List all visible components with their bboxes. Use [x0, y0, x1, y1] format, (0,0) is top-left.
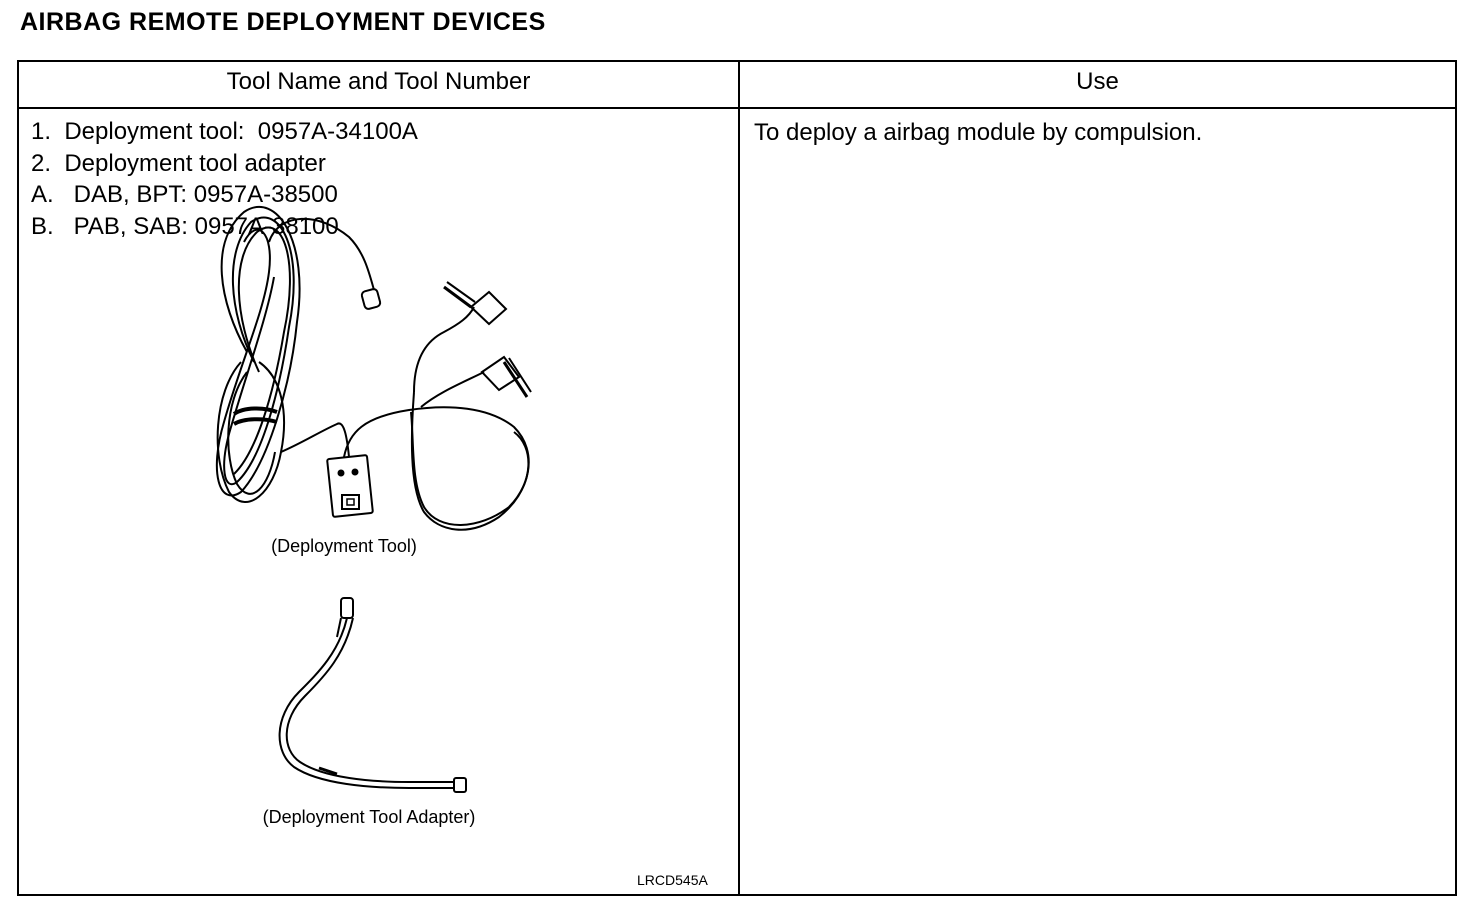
header-tool-name: Tool Name and Tool Number [226, 68, 531, 95]
list-item: 1. Deployment tool: 0957A-34100A [31, 118, 418, 145]
deployment-tool-caption: (Deployment Tool) [271, 536, 417, 556]
tool-list: 1. Deployment tool: 0957A-34100A 2. Depl… [31, 116, 418, 242]
header-divider [19, 107, 1455, 109]
figure-code: LRCD545A [637, 872, 708, 888]
list-item: A. DAB, BPT: 0957A-38500 [31, 181, 338, 208]
deployment-tool-illustration [215, 205, 532, 531]
adapter-illustration [278, 597, 467, 793]
header-use: Use [1076, 68, 1119, 95]
use-description: To deploy a airbag module by compulsion. [754, 119, 1203, 146]
list-item: B. PAB, SAB: 0957A-38100 [31, 212, 339, 240]
list-item: 2. Deployment tool adapter [31, 149, 326, 177]
tool-table: Tool Name and Tool Number Use 1. Deploym… [17, 60, 1457, 896]
page-title: AIRBAG REMOTE DEPLOYMENT DEVICES [20, 8, 546, 36]
adapter-caption: (Deployment Tool Adapter) [262, 807, 476, 827]
column-divider [738, 62, 740, 894]
